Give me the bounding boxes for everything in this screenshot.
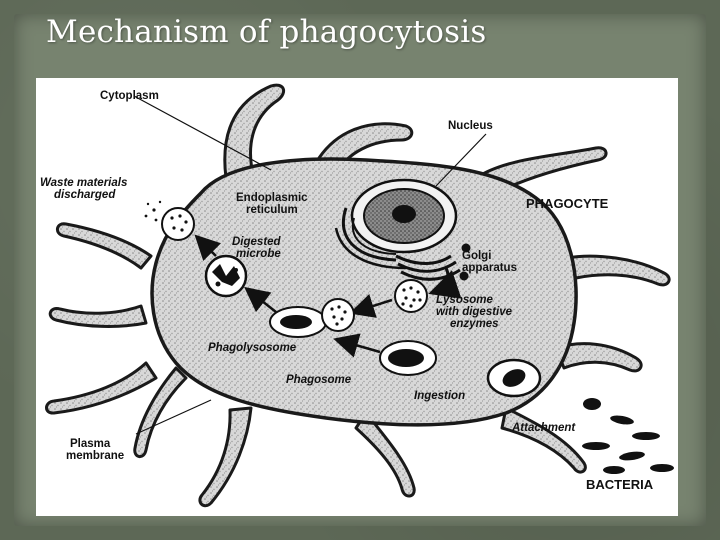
label-er-1: Endoplasmic [236, 192, 308, 204]
label-digested-1: Digested [232, 236, 281, 248]
label-bacteria: BACTERIA [586, 477, 654, 492]
nucleus-group [334, 178, 458, 270]
waste-vesicle [144, 200, 195, 241]
label-lysosome-3: enzymes [450, 318, 499, 330]
digested-microbe [204, 254, 248, 298]
bacteria [582, 398, 674, 474]
label-er-2: reticulum [246, 204, 298, 216]
label-cytoplasm: Cytoplasm [100, 90, 159, 102]
label-lysosome-2: with digestive [436, 306, 513, 318]
label-phagolysosome: Phagolysosome [208, 342, 297, 354]
label-plasma-1: Plasma [70, 438, 111, 450]
label-nucleus: Nucleus [448, 120, 493, 132]
label-lysosome-1: Lysosome [436, 294, 493, 306]
slide-title: Mechanism of phagocytosis [46, 14, 487, 50]
diagram-drawing [45, 83, 674, 508]
phagocytosis-diagram: Cytoplasm Nucleus PHAGOCYTE Waste materi… [36, 78, 678, 516]
label-plasma-2: membrane [66, 450, 125, 462]
ingestion [486, 358, 542, 398]
cell-body [150, 157, 578, 427]
label-attachment: Attachment [512, 422, 576, 434]
label-waste-1: Waste materials [40, 177, 128, 189]
label-golgi-1: Golgi [462, 250, 492, 262]
label-ingestion: Ingestion [414, 390, 466, 402]
label-digested-2: microbe [236, 248, 281, 260]
phagolysosome [269, 298, 355, 338]
label-waste-2: discharged [54, 189, 116, 201]
phagosome [379, 340, 437, 376]
label-phagocyte: PHAGOCYTE [526, 196, 609, 211]
label-golgi-2: apparatus [462, 262, 517, 274]
label-phagosome: Phagosome [286, 374, 352, 386]
